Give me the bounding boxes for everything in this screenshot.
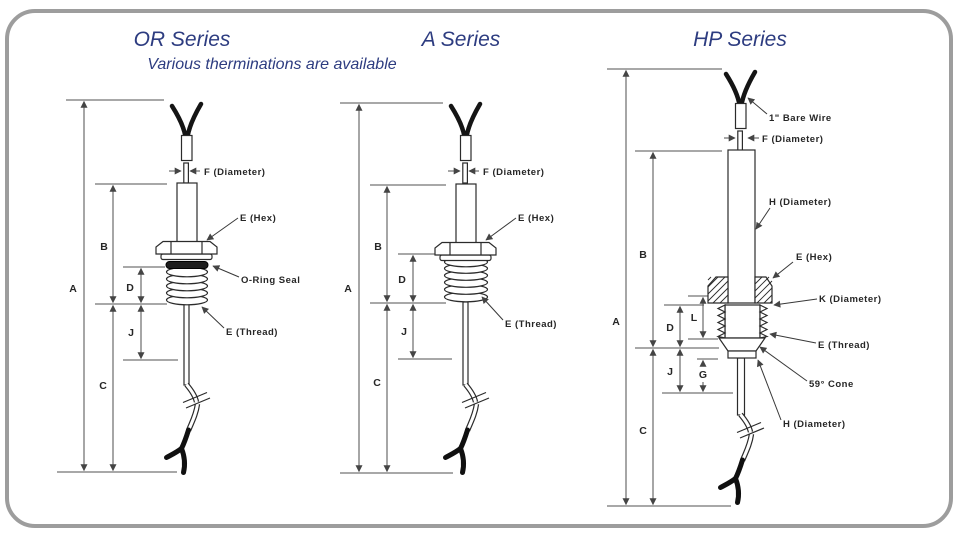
or-dimension-lines: A B D J C	[57, 99, 178, 473]
or-threads	[165, 266, 209, 306]
or-series-diagram: A B D J C	[57, 99, 300, 473]
or-probe-shaft	[183, 302, 190, 386]
a-callout-thread: E (Thread)	[505, 319, 557, 330]
or-dim-label-c: C	[99, 380, 107, 392]
a-dim-label-c: C	[373, 377, 381, 389]
hp-dim-label-g: G	[699, 369, 707, 381]
or-hex-nut	[155, 240, 218, 261]
or-callout-oring: O-Ring Seal	[241, 275, 300, 286]
hp-dim-label-j: J	[667, 366, 673, 378]
a-dim-label-d: D	[398, 274, 406, 286]
hp-dim-label-d: D	[666, 322, 674, 334]
hp-callout-f: F (Diameter)	[762, 134, 823, 145]
hp-callout-k: K (Diameter)	[819, 294, 882, 305]
hp-probe-body	[727, 149, 756, 304]
hp-dim-label-b: B	[639, 249, 647, 261]
hp-dimension-lines: A B C D J L G	[607, 68, 733, 507]
hp-callout-h-upper: H (Diameter)	[769, 197, 832, 208]
a-probe-body	[455, 183, 477, 244]
or-dim-label-a: A	[69, 283, 77, 295]
hp-hex-nut	[707, 276, 773, 304]
a-dim-label-a: A	[344, 283, 352, 295]
rounded-border	[5, 9, 953, 528]
hp-callout-hex: E (Hex)	[796, 252, 832, 263]
or-dim-label-d: D	[126, 282, 134, 294]
or-callouts: F (Diameter) E (Hex) O-Ring Seal E (Thre…	[169, 167, 300, 338]
hp-cone-neck	[727, 350, 757, 359]
or-callout-f: F (Diameter)	[204, 167, 265, 178]
a-dim-label-b: B	[374, 241, 382, 253]
or-callout-thread: E (Thread)	[226, 327, 278, 338]
or-series-title: OR Series	[133, 28, 231, 51]
hp-callout-h-lower: H (Diameter)	[783, 419, 846, 430]
a-probe-shaft	[462, 301, 469, 386]
or-dim-label-b: B	[100, 241, 108, 253]
a-callouts: F (Diameter) E (Hex) E (Thread)	[448, 167, 557, 330]
or-probe-drawing	[155, 104, 218, 473]
a-probe-drawing	[434, 104, 497, 473]
hp-series-title: HP Series	[693, 28, 787, 51]
hp-series-diagram: A B C D J L G	[607, 68, 882, 507]
or-o-ring	[165, 261, 209, 269]
hp-probe-drawing	[707, 72, 773, 503]
hp-callout-thread: E (Thread)	[818, 340, 870, 351]
a-series-diagram: A B D J C	[340, 102, 557, 474]
or-dim-label-j: J	[128, 327, 134, 339]
hp-callouts: 1" Bare Wire F (Diameter) H (Diameter) E…	[724, 97, 882, 430]
a-callout-hex: E (Hex)	[518, 213, 554, 224]
hp-cone	[717, 337, 767, 352]
hp-probe-shaft	[736, 357, 746, 416]
a-callout-f: F (Diameter)	[483, 167, 544, 178]
hp-dim-label-l: L	[691, 312, 698, 324]
hp-dim-label-a: A	[612, 316, 620, 328]
hp-callout-cone: 59° Cone	[809, 379, 854, 390]
hp-threads	[716, 304, 769, 339]
a-dim-label-j: J	[401, 326, 407, 338]
a-series-title: A Series	[421, 28, 501, 51]
hp-dim-label-c: C	[639, 425, 647, 437]
a-hex-nut	[434, 241, 497, 262]
or-callout-hex: E (Hex)	[240, 213, 276, 224]
a-dimension-lines: A B D J C	[340, 102, 453, 474]
hp-callout-bare-wire: 1" Bare Wire	[769, 113, 832, 124]
a-threads	[443, 256, 489, 303]
or-probe-body	[176, 182, 198, 243]
subtitle: Various therminations are available	[147, 56, 397, 73]
